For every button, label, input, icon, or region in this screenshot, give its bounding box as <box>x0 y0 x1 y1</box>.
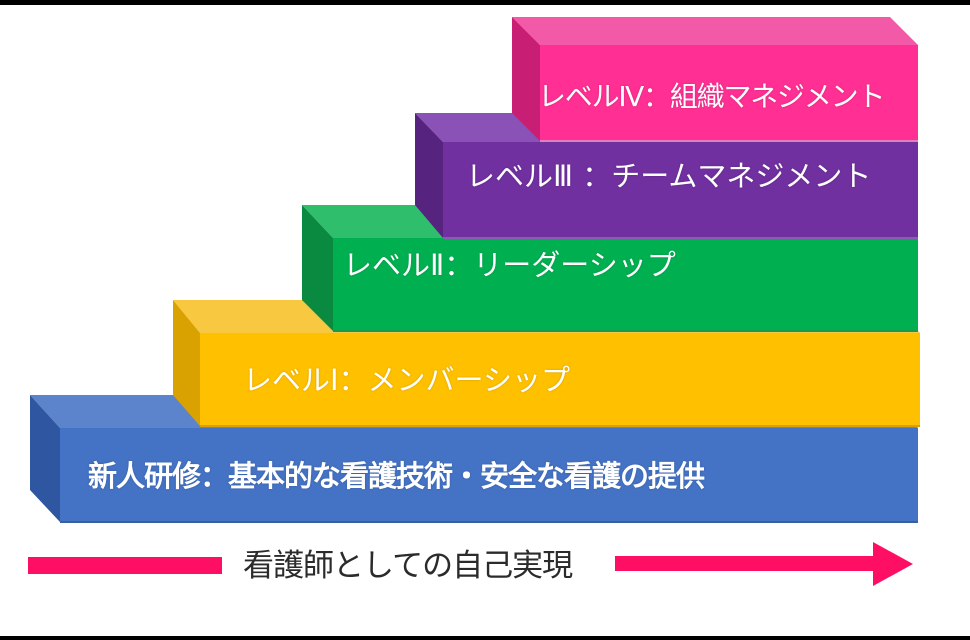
letterbox-top <box>0 0 970 5</box>
letterbox-bottom <box>0 636 970 640</box>
arrow-tail-bar <box>28 557 222 574</box>
self-actualization-caption: 看護師としての自己実現 <box>243 548 573 584</box>
step-new-hire-label: 新人研修：基本的な看護技術・安全な看護の提供 <box>88 459 705 493</box>
step-level-3-label: レベルⅢ ：チームマネジメント <box>466 159 872 193</box>
step-level-4-label: レベルⅣ：組織マネジメント <box>538 80 885 113</box>
arrow-right-icon <box>615 542 913 586</box>
step-level-2-label: レベルⅡ：リーダーシップ <box>343 248 676 282</box>
step-level-1-label: レベルⅠ：メンバーシップ <box>243 363 570 397</box>
